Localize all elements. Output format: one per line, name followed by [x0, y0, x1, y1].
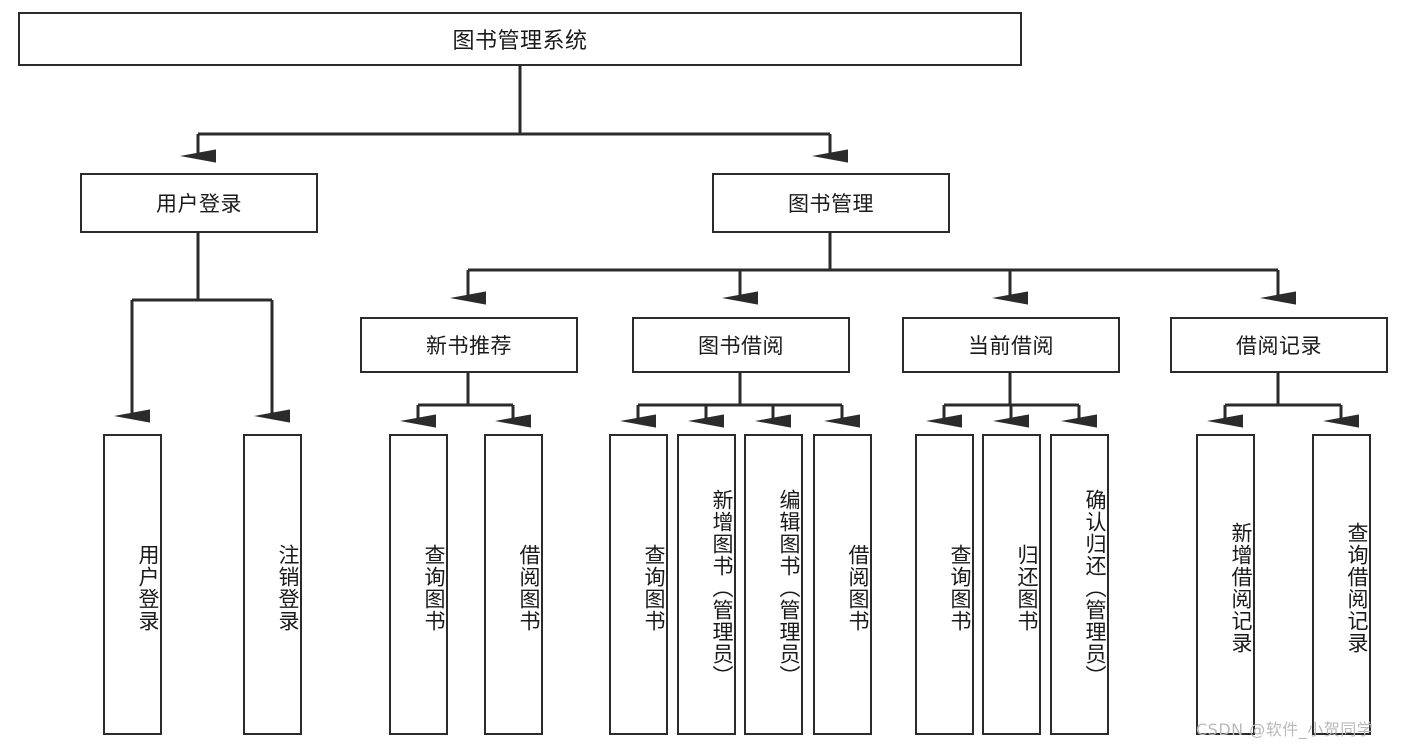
leaf-record-query-record[interactable]: 查询借阅记录 — [1312, 434, 1371, 735]
leaf-current-query-book[interactable]: 查询图书 — [915, 434, 974, 735]
node-label: 查询借阅记录 — [1345, 521, 1369, 654]
leaf-record-add-record[interactable]: 新增借阅记录 — [1196, 434, 1255, 735]
node-current-borrow[interactable]: 当前借阅 — [902, 317, 1120, 373]
node-label: 借阅图书 — [517, 543, 541, 632]
leaf-borrow-query-book[interactable]: 查询图书 — [609, 434, 668, 735]
node-book-borrow[interactable]: 图书借阅 — [632, 317, 850, 373]
node-label: 编辑图书（管理员） — [777, 488, 801, 687]
node-label: 当前借阅 — [968, 334, 1054, 358]
node-label: 图书管理系统 — [452, 29, 588, 54]
leaf-recommend-borrow-book[interactable]: 借阅图书 — [484, 434, 543, 735]
node-new-book-recommend[interactable]: 新书推荐 — [360, 317, 578, 373]
node-label: 注销登录 — [276, 543, 300, 632]
node-label: 确认归还（管理员） — [1083, 488, 1107, 687]
leaf-borrow-edit-book-admin[interactable]: 编辑图书（管理员） — [744, 434, 803, 735]
node-label: 新增借阅记录 — [1229, 521, 1253, 654]
node-label: 归还图书 — [1015, 543, 1039, 632]
leaf-user-login-logout[interactable]: 注销登录 — [243, 434, 302, 735]
leaf-current-confirm-return-admin[interactable]: 确认归还（管理员） — [1050, 434, 1109, 735]
node-label: 用户登录 — [156, 192, 242, 216]
node-label: 新书推荐 — [426, 334, 512, 358]
node-label: 图书借阅 — [698, 334, 784, 358]
node-root-system[interactable]: 图书管理系统 — [18, 12, 1022, 66]
leaf-borrow-borrow-book[interactable]: 借阅图书 — [813, 434, 872, 735]
leaf-current-return-book[interactable]: 归还图书 — [982, 434, 1041, 735]
leaf-user-login-login[interactable]: 用户登录 — [103, 434, 162, 735]
node-borrow-record[interactable]: 借阅记录 — [1170, 317, 1388, 373]
node-label: 借阅记录 — [1236, 334, 1322, 358]
node-book-management[interactable]: 图书管理 — [712, 173, 950, 233]
node-label: 新增图书（管理员） — [710, 488, 734, 687]
node-label: 查询图书 — [948, 543, 972, 632]
node-label: 借阅图书 — [846, 543, 870, 632]
watermark-text: CSDN @软件_小贺同学 — [1196, 720, 1374, 739]
node-label: 用户登录 — [136, 543, 160, 632]
leaf-borrow-add-book-admin[interactable]: 新增图书（管理员） — [677, 434, 736, 735]
node-label: 查询图书 — [642, 543, 666, 632]
leaf-recommend-query-book[interactable]: 查询图书 — [389, 434, 448, 735]
node-label: 查询图书 — [422, 543, 446, 632]
node-label: 图书管理 — [788, 192, 874, 216]
node-user-login[interactable]: 用户登录 — [80, 173, 318, 233]
